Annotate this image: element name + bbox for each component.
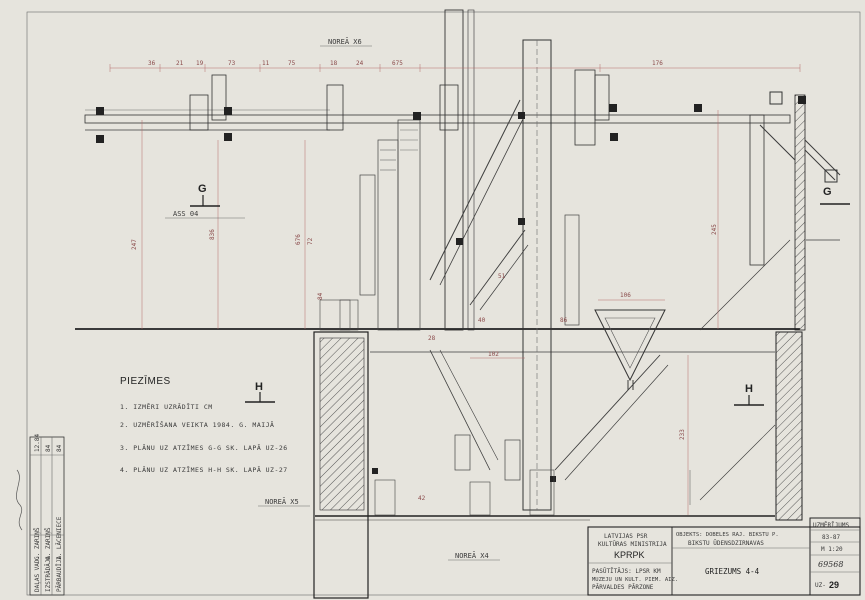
tb-object-line1: OBJEKTS: DOBELES RAJ. BIKSTU P. (676, 532, 779, 538)
stamp-name-2: G. ZARIŅŠ (45, 527, 52, 560)
left-stamp: DAĻAS VAD. IZSTRĀDĀJA PĀRBAUDĪJA G. ZARI… (16, 434, 65, 596)
dim-top-6: 75 (288, 60, 296, 67)
stamp-row-2: IZSTRĀDĀJA (45, 555, 52, 592)
dim-v-6: 233 (679, 429, 686, 440)
stamp-name-3: I. LĀCENIECE (56, 516, 63, 560)
tb-year: 83-87 (822, 534, 840, 541)
dim-top-5: 11 (262, 60, 270, 67)
tb-dept-line2: MUZEJU UN KULT. PIEM. AIZ. (592, 577, 678, 583)
stamp-row-1: DAĻAS VAD. (34, 556, 41, 592)
note-2: 2. UZMĒRĪŠANA VEIKTA 1984. G. MAIJĀ (120, 420, 274, 429)
svg-text:H: H (745, 383, 753, 395)
dim-misc-3: 28 (428, 335, 436, 342)
dim-top-2: 21 (176, 60, 184, 67)
tb-org-line1: LATVIJAS PSR (604, 533, 648, 540)
stamp-date-2: 84 (45, 444, 52, 452)
dim-top-4: 73 (228, 60, 236, 67)
dim-v-2: 836 (209, 229, 216, 240)
tb-object-line2: BIKSTU ŪDENSDZIRNAVAS (688, 540, 764, 547)
dim-v-5: 84 (317, 292, 324, 300)
dim-v-7: 245 (711, 224, 718, 235)
tb-scale: M 1:20 (821, 546, 843, 553)
stamp-date-3: 84 (56, 444, 63, 452)
tb-type-label: UZMĒRĪJUMS (813, 522, 850, 529)
svg-text:G: G (823, 186, 832, 198)
section-marker-h-right: H (734, 383, 764, 406)
tb-archive-no: 69568 (818, 560, 843, 569)
dim-top-3: 19 (196, 60, 204, 67)
level-tag-x5: NOREĀ X5 (265, 497, 299, 506)
note-1: 1. IZMĒRI UZRĀDĪTI CM (120, 402, 213, 411)
notes-title: PIEZĪMES (120, 375, 171, 387)
level-tag-ass: ASS 04 (173, 210, 198, 218)
dimension-lines (109, 64, 801, 515)
structure-drawing (75, 9, 841, 599)
dim-v-4: 72 (307, 237, 314, 245)
stamp-name-1: G. ZARIŅŠ (34, 527, 41, 560)
tb-org-line2: KULTŪRAS MINISTRIJA (598, 541, 667, 548)
outer-frame (26, 11, 861, 596)
dim-misc-1: 106 (620, 292, 631, 299)
dim-misc-6: 51 (498, 273, 506, 280)
dim-misc-7: 42 (418, 495, 426, 502)
svg-text:G: G (198, 183, 207, 195)
dim-misc-5: 40 (478, 317, 486, 324)
note-4: 4. PLĀNU UZ ATZĪMES H-H SK. LAPĀ UZ-27 (120, 465, 288, 474)
dim-top-10: 176 (652, 60, 663, 67)
dim-top-1: 36 (148, 60, 156, 67)
stamp-row-3: PĀRBAUDĪJA (56, 555, 63, 592)
tb-sheet-title: GRIEZUMS 4-4 (705, 567, 760, 576)
dim-top-9: 675 (392, 60, 403, 67)
tb-dept-line3: PĀRVALDES PĀRZONE (592, 584, 654, 591)
note-3: 3. PLĀNU UZ ATZĪMES G-G SK. LAPĀ UZ-26 (120, 443, 288, 452)
title-block: LATVIJAS PSR KULTŪRAS MINISTRIJA KPRPK P… (587, 517, 861, 596)
svg-text:H: H (255, 381, 263, 393)
tb-dept-line1: PASŪTĪTĀJS: LPSR KM (592, 568, 661, 575)
dim-top-8: 24 (356, 60, 364, 67)
dim-top-7: 18 (330, 60, 338, 67)
stamp-date-1: 12.84 (34, 434, 41, 452)
signature-mark (16, 469, 23, 531)
dim-misc-4: 86 (560, 317, 568, 324)
tb-org-code: KPRPK (614, 550, 645, 560)
section-marker-g-right: G (820, 186, 850, 205)
level-tag-x4: NOREĀ X4 (455, 551, 489, 560)
dimension-texts: 36 21 19 73 11 75 18 24 675 176 247 836 … (131, 60, 718, 502)
dim-v-1: 247 (131, 239, 138, 250)
section-marker-g-left: G (190, 183, 220, 207)
dim-misc-2: 102 (488, 351, 499, 358)
dim-v-3: 676 (295, 234, 302, 245)
tb-sheet-prefix: UZ- (815, 582, 826, 589)
tb-sheet-no: 29 (829, 580, 839, 590)
section-marker-h-left: H (245, 381, 275, 403)
level-tag-x6: NOREĀ X6 (328, 37, 362, 46)
